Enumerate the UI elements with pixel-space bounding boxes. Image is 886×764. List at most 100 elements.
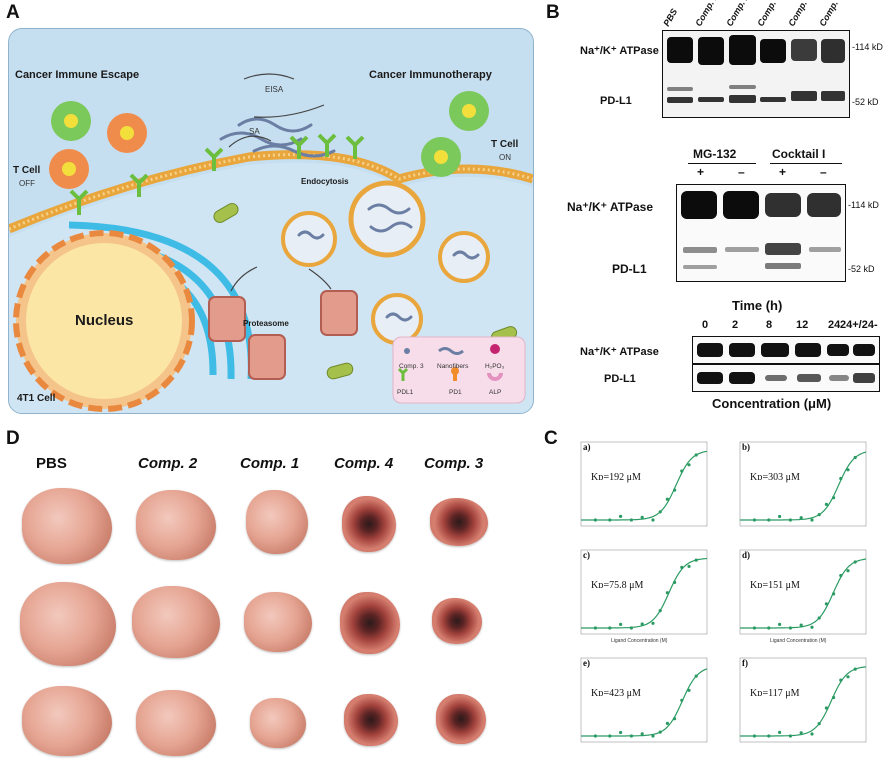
legend-nanofibers: Nanofibers (437, 363, 469, 370)
data-point (658, 510, 662, 514)
tumor-header-2: Comp. 2 (138, 455, 198, 472)
data-point (619, 730, 623, 735)
blot1-band-top-label: Na⁺/K⁺ ATPase (580, 45, 659, 57)
tumor-comp2-2 (132, 586, 220, 658)
data-point (680, 698, 684, 702)
cancer-immune-escape-title: Cancer Immune Escape (15, 69, 140, 81)
tumor-comp2-1 (136, 490, 216, 560)
data-point (640, 622, 644, 626)
data-point (651, 518, 655, 522)
endocytosis-label: Endocytosis (301, 177, 349, 186)
data-point (824, 502, 828, 506)
data-point (651, 734, 655, 738)
binding-curve-b-kd: Kᴅ=303 μM (750, 472, 800, 483)
panel-label-a: A (6, 2, 20, 23)
data-point (810, 518, 814, 522)
legend-comp3: Comp. 3 (399, 363, 424, 370)
data-point (788, 518, 792, 522)
tumor-comp4-3 (344, 694, 398, 746)
blot2-group2-underline (770, 163, 842, 164)
data-point (839, 573, 843, 578)
tumor-comp1-1 (246, 490, 308, 554)
blot3-xlabel: Concentration (μM) (712, 396, 832, 411)
data-point (752, 626, 756, 630)
blot2-band-bottom-label: PD-L1 (612, 262, 647, 276)
binding-curve-d: d) Kᴅ=151 μM Ligand Concentration (M) (722, 546, 872, 646)
data-point (839, 678, 843, 682)
proteasome-shapes (208, 290, 358, 380)
fit-curve (581, 668, 708, 737)
data-point (694, 674, 698, 678)
data-point (608, 518, 612, 522)
blot3-time-1: 2 (732, 319, 739, 331)
blot3-time-5: 24+/24- (840, 319, 878, 331)
fit-curve (581, 557, 708, 629)
data-point (846, 468, 850, 472)
data-point (767, 734, 771, 738)
binding-curve-e: e) Kᴅ=423 μM (563, 654, 713, 754)
panel-label-d: D (6, 428, 20, 449)
data-point (673, 488, 677, 492)
panel-label-b: B (546, 2, 560, 23)
fit-curve (740, 666, 867, 737)
t-cells (49, 91, 489, 189)
blot2-band-top-label: Na⁺/K⁺ ATPase (567, 200, 654, 214)
binding-curve-a-sublabel: a) (583, 442, 591, 452)
fit-curve (740, 451, 867, 521)
blot2-sign-4: – (820, 165, 827, 179)
blot3-band-top-label: Na⁺/K⁺ ATPase (580, 346, 659, 358)
lane-label-2: Comp. 1 (693, 0, 720, 29)
plot-frame (739, 549, 867, 635)
data-point (817, 513, 821, 517)
proteasome-label: Proteasome (243, 319, 289, 328)
data-point (853, 667, 857, 671)
data-point (846, 569, 850, 573)
blot2-marker-bottom: -52 kD (848, 264, 875, 274)
data-point (694, 558, 698, 562)
data-point (853, 560, 857, 564)
binding-curve-c: c) Kᴅ=75.8 μM Ligand Concentration (M) (563, 546, 713, 646)
binding-curve-c-kd: Kᴅ=75.8 μM (591, 580, 644, 591)
data-point (817, 722, 821, 726)
lane-label-5: Comp. 4 (786, 0, 813, 29)
data-point (778, 622, 782, 626)
blot3-band-bottom-label: PD-L1 (604, 373, 636, 385)
data-point (593, 626, 597, 630)
fit-curve (581, 450, 708, 521)
blot1-marker-bottom: -52 kD (852, 97, 879, 107)
data-point (673, 717, 677, 721)
cancer-immunotherapy-title: Cancer Immunotherapy (369, 69, 492, 81)
data-point (832, 695, 836, 700)
tumor-comp2-3 (136, 690, 216, 756)
binding-curve-f: f) Kᴅ=117 μM (722, 654, 872, 754)
tumor-comp3-3 (436, 694, 486, 744)
blot3-time-4: 24 (828, 319, 841, 331)
panel-label-c: C (544, 428, 558, 449)
sa-label: SA (249, 127, 260, 136)
data-point (767, 518, 771, 522)
data-point (619, 622, 623, 626)
t-cell-right-state: ON (499, 153, 511, 162)
data-point (687, 564, 691, 568)
plot-frame (580, 657, 708, 743)
binding-curve-a-kd: Kᴅ=192 μM (591, 472, 641, 483)
data-point (619, 514, 623, 518)
lane-label-3: Comp. 2 (724, 0, 751, 29)
data-point (680, 565, 684, 569)
blot3-bottom-image (692, 364, 880, 392)
binding-curve-e-kd: Kᴅ=423 μM (591, 688, 641, 699)
data-point (593, 518, 597, 522)
schematic-drawing (9, 73, 533, 413)
tumor-header-4: Comp. 4 (334, 455, 394, 472)
tumor-pbs-1 (22, 488, 112, 564)
data-point (846, 675, 850, 679)
data-point (832, 496, 836, 500)
data-point (687, 463, 691, 467)
eisa-label: EISA (265, 85, 284, 94)
data-point (673, 580, 677, 584)
data-point (680, 469, 684, 473)
tumor-comp4-1 (342, 496, 396, 552)
data-point (799, 516, 803, 520)
plot-frame (739, 657, 867, 743)
data-point (824, 602, 828, 606)
